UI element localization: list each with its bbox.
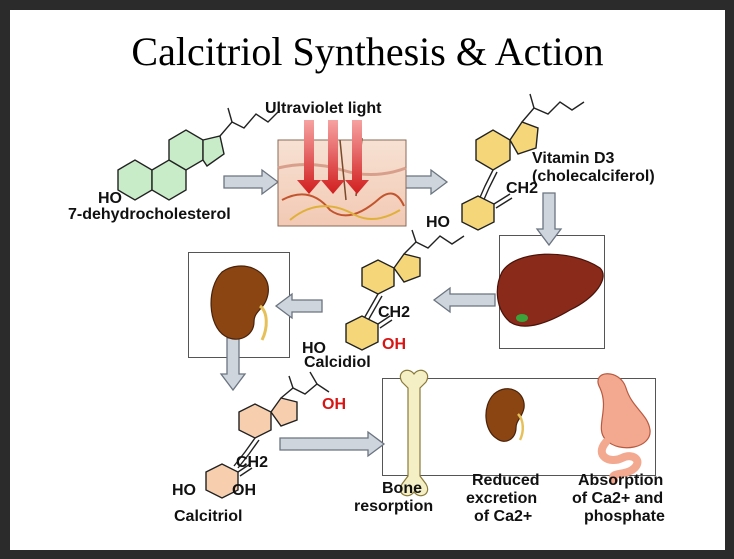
digestive-illustration	[597, 373, 651, 484]
page-title: Calcitriol Synthesis & Action	[131, 29, 604, 74]
arrow-down-liver	[535, 192, 563, 247]
reduced-label-2: excretion	[466, 490, 538, 507]
calcitriol-structure	[205, 371, 330, 499]
bone-illustration	[399, 369, 429, 497]
arrow-skin	[223, 168, 280, 196]
vitd3-ho-label: HO	[426, 214, 450, 231]
calcitriol-label: Calcitriol	[174, 508, 243, 525]
absorption-label-3: phosphate	[584, 508, 665, 525]
target-kidney-illustration	[485, 388, 525, 442]
bone-label-2: resorption	[354, 498, 434, 515]
vitamin-d3-structure	[461, 93, 585, 231]
cholecalciferol-label: (cholecalciferol)	[532, 168, 655, 185]
calcitriol-ch2-label: CH2	[236, 454, 269, 471]
liver-illustration	[496, 253, 604, 327]
calcidiol-label: Calcidiol	[304, 354, 371, 371]
bone-label-1: Bone	[382, 480, 422, 497]
vitd3-ch2-label: CH2	[506, 180, 539, 197]
absorption-label-2: of Ca2+ and	[572, 490, 664, 507]
calcidiol-ch2-label: CH2	[378, 304, 411, 321]
uv-label: Ultraviolet light	[265, 100, 382, 117]
reduced-label-3: of Ca2+	[474, 508, 533, 525]
reduced-label-1: Reduced	[472, 472, 540, 489]
arrow-action	[279, 430, 386, 458]
calcidiol-ho-label: HO	[302, 340, 326, 357]
diagram-graphics	[117, 93, 651, 499]
calcitriol-oh-top-label: OH	[322, 396, 346, 413]
calcidiol-oh-label: OH	[382, 336, 406, 353]
calcitriol-ho-label: HO	[172, 482, 196, 499]
dehydrocholesterol-label: 7-dehydrocholesterol	[68, 206, 231, 223]
skin-illustration	[277, 120, 407, 227]
vitamin-d3-label: Vitamin D3	[532, 150, 615, 167]
arrow-calcidiol	[432, 286, 496, 314]
calcidiol-structure	[345, 229, 465, 351]
dehydrocholesterol-structure	[117, 107, 281, 201]
calcitriol-oh-label: OH	[232, 482, 256, 499]
dehydro-ho-label: HO	[98, 190, 122, 207]
uv-rays	[297, 120, 369, 194]
process-arrows	[219, 168, 563, 458]
arrow-down-calcitriol	[219, 337, 247, 392]
absorption-label-1: Absorption	[578, 472, 664, 489]
slide: Calcitriol Synthesis & Action	[10, 10, 725, 550]
kidney-illustration	[210, 265, 269, 341]
arrow-kidney	[274, 292, 323, 320]
